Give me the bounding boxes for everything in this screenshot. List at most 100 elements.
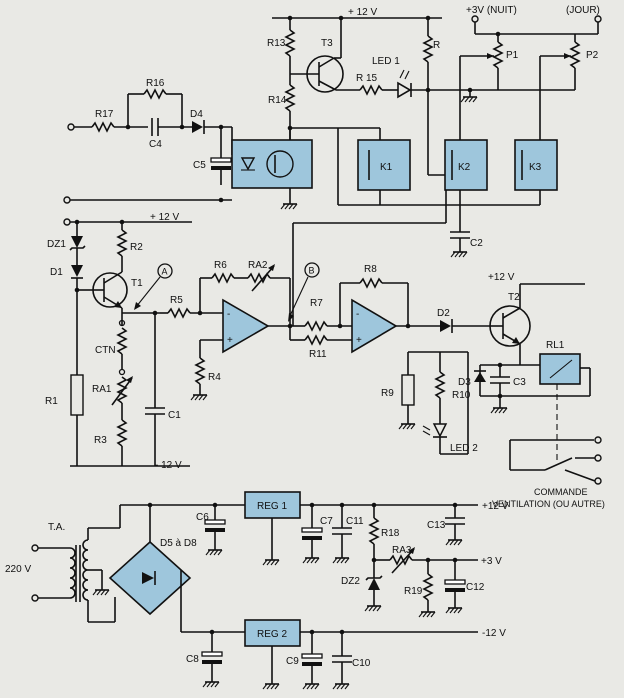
bridge-rectifier: D5 à D8 <box>108 502 245 633</box>
t2-transistor: +12 V T2 <box>488 272 585 365</box>
dz1-d1-branch: DZ1 D1 R1 <box>45 222 93 466</box>
jour-label: (JOUR) <box>566 5 600 16</box>
r18-dz2-ra3: R18 DZ2 RA3 +3 V <box>341 502 502 612</box>
r14-label: R14 <box>268 95 287 106</box>
node-a-marker: A <box>134 263 173 310</box>
c2-label: C2 <box>470 238 483 249</box>
r3-label: R3 <box>94 435 107 446</box>
nuit-label: +3V (NUIT) <box>466 5 517 16</box>
svg-text:-: - <box>356 309 359 320</box>
c7-label: C7 <box>320 516 333 527</box>
rl1-label: RL1 <box>546 340 565 351</box>
d1-label: D1 <box>50 267 63 278</box>
top-rail-label: + 12 V <box>348 7 378 18</box>
c11-label: C11 <box>346 516 364 527</box>
c5-capacitor: C5 <box>193 127 232 185</box>
caption-line1: COMMANDE <box>534 487 588 497</box>
bridge-label: D5 à D8 <box>160 538 197 549</box>
r2-label: R2 <box>130 242 143 253</box>
r4-label: R4 <box>208 372 221 383</box>
c6-label: C6 <box>196 512 209 523</box>
ctn-ra1-r3-chain: CTN RA1 R3 <box>92 308 160 466</box>
svg-text:+: + <box>356 335 362 346</box>
c11-capacitor: C11 <box>332 502 364 564</box>
d3-c3-branch: D3 C3 <box>458 362 526 414</box>
ps-plus3-label: +3 V <box>481 556 502 567</box>
c6-capacitor: C6 <box>196 502 226 556</box>
r15-label: R 15 <box>356 73 378 84</box>
opamp-1: -+ R4 <box>190 298 290 401</box>
r-resistor: R <box>422 18 445 176</box>
t1-transistor: R2 T1 <box>92 222 143 309</box>
r9-r10-led2: R9 R10 LED 2 <box>381 351 478 455</box>
ra2-label: RA2 <box>248 260 268 271</box>
t2-rail-label: +12 V <box>488 272 515 283</box>
t3-transistor: T3 <box>290 18 344 93</box>
r8-label: R8 <box>364 264 377 275</box>
dz2-label: DZ2 <box>341 576 360 587</box>
p2-potentiometer: P2 <box>498 34 599 140</box>
reg1-label: REG 1 <box>257 501 287 512</box>
reg1: REG 1 +12 V <box>244 491 509 566</box>
output-contacts: COMMANDE VENTILATION (OU AUTRE) <box>492 436 605 509</box>
d4-label: D4 <box>190 109 203 120</box>
ctn-label: CTN <box>95 345 116 356</box>
c13-capacitor: C13 <box>427 502 465 546</box>
node-b-marker: B <box>288 223 320 326</box>
p1-potentiometer: P1 <box>459 34 519 140</box>
r10-label: R10 <box>452 390 471 401</box>
mid-rails: + 12 V - 12 V <box>63 212 192 471</box>
c4-label: C4 <box>149 139 162 150</box>
r5-c1: R5 C1 <box>145 295 223 466</box>
night-day-rail: +3V (NUIT) (JOUR) <box>466 5 602 37</box>
r18-label: R18 <box>381 528 400 539</box>
r19-label: R19 <box>404 586 423 597</box>
ta-label: T.A. <box>48 522 65 533</box>
mid-plus12-label: + 12 V <box>150 212 180 223</box>
led2-label: LED 2 <box>450 443 478 454</box>
second-stage: R7 R11 - + R8 D2 <box>287 264 490 360</box>
r7-label: R7 <box>310 298 323 309</box>
c10-label: C10 <box>352 658 371 669</box>
t1-label: T1 <box>131 278 143 289</box>
rl1-relay: RL1 <box>480 340 591 460</box>
r-label: R <box>433 40 440 51</box>
led1-diode: LED 1 <box>372 56 473 99</box>
r16-label: R16 <box>146 78 165 89</box>
r13-label: R13 <box>267 38 286 49</box>
mid-minus12-label: - 12 V <box>155 460 182 471</box>
reg2-label: REG 2 <box>257 629 287 640</box>
r9-label: R9 <box>381 388 394 399</box>
caption-line2: VENTILATION (OU AUTRE) <box>492 499 605 509</box>
c9-capacitor: C9 <box>286 629 323 690</box>
c1-label: C1 <box>168 410 181 421</box>
led1-label: LED 1 <box>372 56 400 67</box>
dz1-label: DZ1 <box>47 239 66 250</box>
c5-label: C5 <box>193 160 206 171</box>
c10-capacitor: C10 <box>332 629 371 690</box>
r17-label: R17 <box>95 109 114 120</box>
reg2: REG 2 -12 V <box>244 619 506 690</box>
r19-resistor: R19 <box>404 557 436 618</box>
d2-label: D2 <box>437 308 450 319</box>
c2-capacitor: C2 <box>450 231 483 258</box>
k2-label: K2 <box>458 162 471 173</box>
ps-minus12-label: -12 V <box>482 628 506 639</box>
c3-label: C3 <box>513 377 526 388</box>
top-rail: + 12 V <box>272 7 442 21</box>
ps-plus12-label: +12 V <box>482 501 509 512</box>
r1-label: R1 <box>45 396 58 407</box>
d3-label: D3 <box>458 377 471 388</box>
transformer: T.A. 220 V <box>5 522 120 623</box>
input-network: R17 R16 C4 D4 <box>67 78 233 155</box>
ra1-label: RA1 <box>92 384 112 395</box>
c13-label: C13 <box>427 520 446 531</box>
c12-label: C12 <box>466 582 485 593</box>
optocoupler <box>231 128 313 210</box>
mains-label: 220 V <box>5 564 31 575</box>
r11-label: R11 <box>309 349 327 360</box>
p1-label: P1 <box>506 50 519 61</box>
c8-capacitor: C8 <box>186 629 223 688</box>
k3-label: K3 <box>529 162 542 173</box>
